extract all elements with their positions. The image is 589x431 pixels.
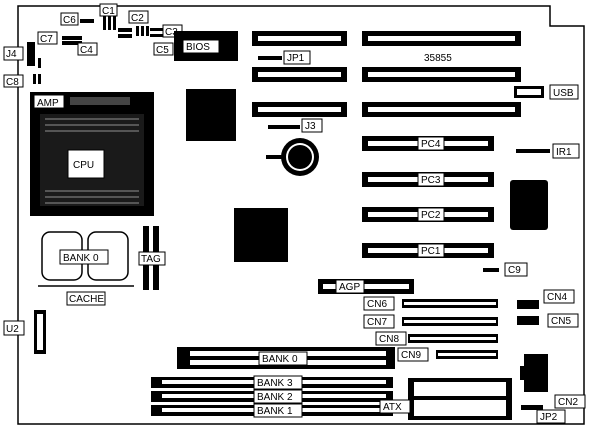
label-c7: C7 [37, 31, 58, 45]
label-c8: C8 [3, 74, 24, 88]
label-usb: USB [549, 84, 579, 100]
label-cn8: CN8 [375, 331, 407, 346]
label-pc2: PC2 [417, 207, 445, 222]
label-jp2: JP2 [536, 409, 566, 424]
part-number: 35855 [424, 53, 452, 64]
label-pc4: PC4 [417, 136, 445, 151]
svg-text:CN4: CN4 [547, 292, 567, 303]
chipset-south [234, 208, 288, 262]
ir1-header [516, 149, 550, 153]
atx-connector [408, 378, 512, 420]
cpu-left-tab [32, 188, 37, 210]
label-c6: C6 [60, 12, 79, 26]
svg-text:BANK 0: BANK 0 [63, 253, 99, 264]
svg-text:PC2: PC2 [421, 210, 441, 221]
label-jp1: JP1 [283, 50, 311, 65]
svg-text:PC1: PC1 [421, 246, 441, 257]
svg-text:C9: C9 [508, 265, 521, 276]
c9-cap [483, 268, 499, 272]
label-cn5: CN5 [547, 313, 579, 328]
label-c9: C9 [504, 262, 528, 277]
svg-text:AMP: AMP [37, 98, 59, 109]
svg-text:CN9: CN9 [401, 350, 421, 361]
svg-text:CN5: CN5 [551, 316, 571, 327]
label-bank0-cache: BANK 0 [59, 249, 109, 265]
svg-text:CACHE: CACHE [69, 294, 104, 305]
svg-text:USB: USB [553, 88, 574, 99]
label-cn2: CN2 [554, 394, 586, 409]
svg-text:U2: U2 [6, 324, 19, 335]
label-c5: C5 [153, 42, 174, 56]
svg-text:TAG: TAG [141, 254, 161, 265]
label-cn7: CN7 [363, 314, 395, 329]
serial-connector [524, 354, 548, 392]
svg-text:CN8: CN8 [379, 334, 399, 345]
svg-text:IR1: IR1 [556, 147, 572, 158]
label-cn6: CN6 [363, 296, 395, 311]
label-agp: AGP [335, 279, 365, 294]
svg-text:C7: C7 [40, 34, 53, 45]
j4-connector [27, 42, 35, 66]
svg-text:C4: C4 [80, 45, 93, 56]
pci-slots [362, 136, 494, 258]
label-u2: U2 [3, 320, 25, 336]
svg-text:PC4: PC4 [421, 139, 441, 150]
svg-text:BANK 0: BANK 0 [262, 354, 298, 365]
label-cn4: CN4 [543, 289, 575, 304]
label-j4: J4 [3, 46, 24, 61]
label-pc1: PC1 [417, 243, 445, 258]
label-bank0: BANK 0 [258, 351, 308, 366]
svg-text:AGP: AGP [339, 282, 360, 293]
svg-text:BIOS: BIOS [186, 42, 210, 53]
svg-text:BANK 3: BANK 3 [257, 378, 293, 389]
label-pc3: PC3 [417, 172, 445, 187]
svg-text:BANK 1: BANK 1 [257, 406, 293, 417]
label-ir1: IR1 [552, 143, 580, 159]
svg-text:C8: C8 [6, 77, 19, 88]
label-bank3: BANK 3 [253, 375, 303, 390]
label-bios: BIOS [182, 39, 220, 54]
svg-text:JP1: JP1 [287, 53, 305, 64]
label-cpu: CPU [67, 149, 105, 179]
svg-text:CN7: CN7 [367, 317, 387, 328]
label-amp: AMP [33, 94, 65, 109]
label-bank1: BANK 1 [253, 403, 303, 418]
svg-text:C5: C5 [156, 45, 169, 56]
svg-text:C2: C2 [131, 13, 144, 24]
chipset-north [186, 89, 236, 141]
svg-text:CPU: CPU [73, 160, 94, 171]
svg-text:ATX: ATX [383, 402, 402, 413]
board-outline [17, 5, 585, 425]
chipset-io [510, 180, 548, 230]
svg-text:BANK 2: BANK 2 [257, 392, 293, 403]
svg-text:CN2: CN2 [558, 397, 578, 408]
label-cache: CACHE [66, 291, 106, 306]
label-cn9: CN9 [397, 347, 429, 362]
label-j3: J3 [301, 118, 323, 133]
svg-text:C1: C1 [102, 6, 115, 17]
j3-jumper [268, 125, 300, 129]
label-tag: TAG [138, 251, 166, 266]
svg-text:JP2: JP2 [540, 412, 558, 423]
label-bank2: BANK 2 [253, 389, 303, 404]
svg-text:CN6: CN6 [367, 299, 387, 310]
svg-text:C3: C3 [165, 27, 178, 38]
label-c1: C1 [99, 3, 118, 17]
svg-text:J3: J3 [305, 121, 316, 132]
isa-slots [252, 31, 521, 117]
svg-text:PC3: PC3 [421, 175, 441, 186]
label-c4: C4 [77, 42, 98, 56]
cap-cluster [33, 16, 164, 84]
label-c2: C2 [128, 10, 149, 24]
svg-text:C6: C6 [63, 15, 76, 26]
jp1-jumper [258, 56, 282, 60]
svg-text:J4: J4 [6, 49, 17, 60]
label-atx: ATX [379, 399, 411, 414]
